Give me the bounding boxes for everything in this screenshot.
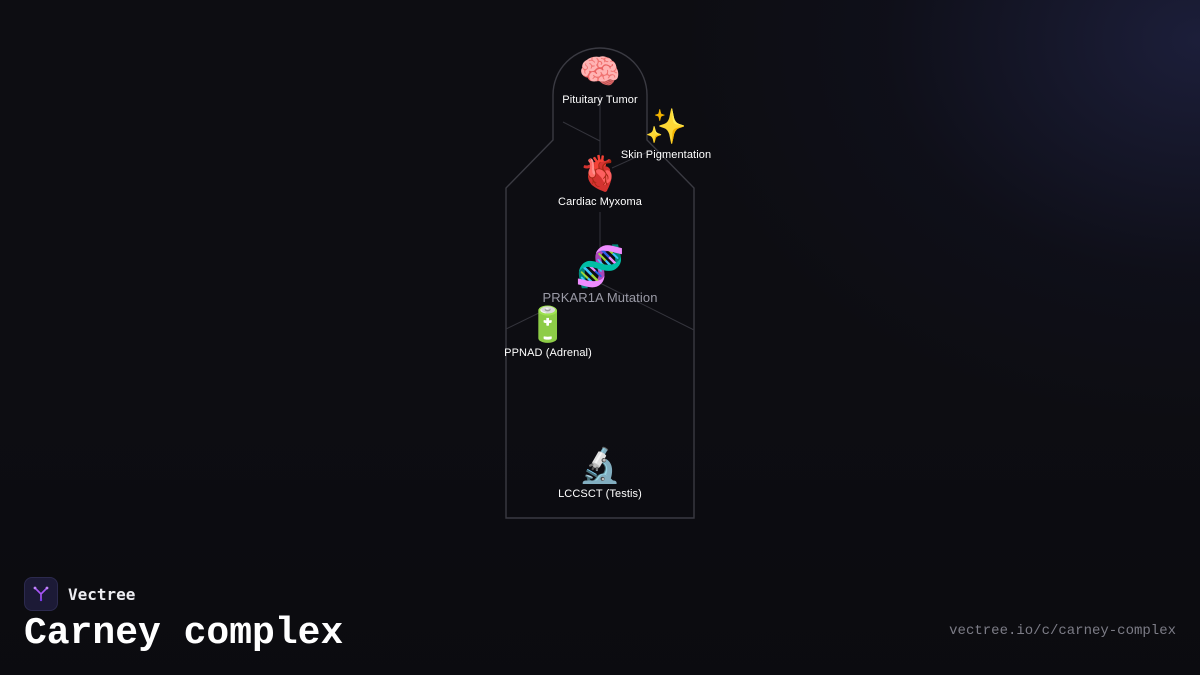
node-prkar1a-mutation[interactable]: 🧬 PRKAR1A Mutation	[542, 244, 657, 305]
body-outline	[505, 47, 695, 519]
page-title: Carney complex	[24, 612, 344, 655]
node-label: LCCSCT (Testis)	[558, 488, 642, 500]
node-pituitary-tumor[interactable]: 🧠 Pituitary Tumor	[562, 52, 637, 106]
dna-icon: 🧬	[575, 244, 625, 290]
microscope-icon: 🔬	[578, 446, 622, 486]
connector-prkar1a-right	[599, 282, 695, 331]
connector-ppnad-left	[505, 309, 546, 330]
battery-icon: 🔋	[526, 305, 570, 345]
vectree-logo-icon	[24, 577, 58, 611]
node-label: PRKAR1A Mutation	[542, 290, 658, 305]
node-label: Pituitary Tumor	[562, 94, 638, 106]
node-cardiac-myxoma[interactable]: 🫀 Cardiac Myxoma	[558, 154, 642, 208]
tree-branch-icon	[33, 586, 49, 602]
brand[interactable]: Vectree	[24, 577, 135, 611]
node-ppnad-adrenal[interactable]: 🔋 PPNAD (Adrenal)	[504, 305, 592, 359]
page-url[interactable]: vectree.io/c/carney-complex	[949, 623, 1176, 639]
connector-skin-cardiac	[611, 149, 653, 169]
anatomical-heart-icon: 🫀	[578, 154, 622, 194]
node-label: Cardiac Myxoma	[558, 196, 642, 208]
node-lccsct-testis[interactable]: 🔬 LCCSCT (Testis)	[558, 446, 642, 500]
node-label: PPNAD (Adrenal)	[504, 347, 592, 359]
node-label: Skin Pigmentation	[620, 149, 712, 161]
connector-cardiac-pituitary-left	[562, 121, 601, 142]
node-skin-pigmentation[interactable]: ✨ Skin Pigmentation	[621, 107, 711, 161]
sparkles-icon: ✨	[644, 107, 688, 147]
brain-icon: 🧠	[578, 52, 622, 92]
brand-name: Vectree	[68, 584, 136, 604]
